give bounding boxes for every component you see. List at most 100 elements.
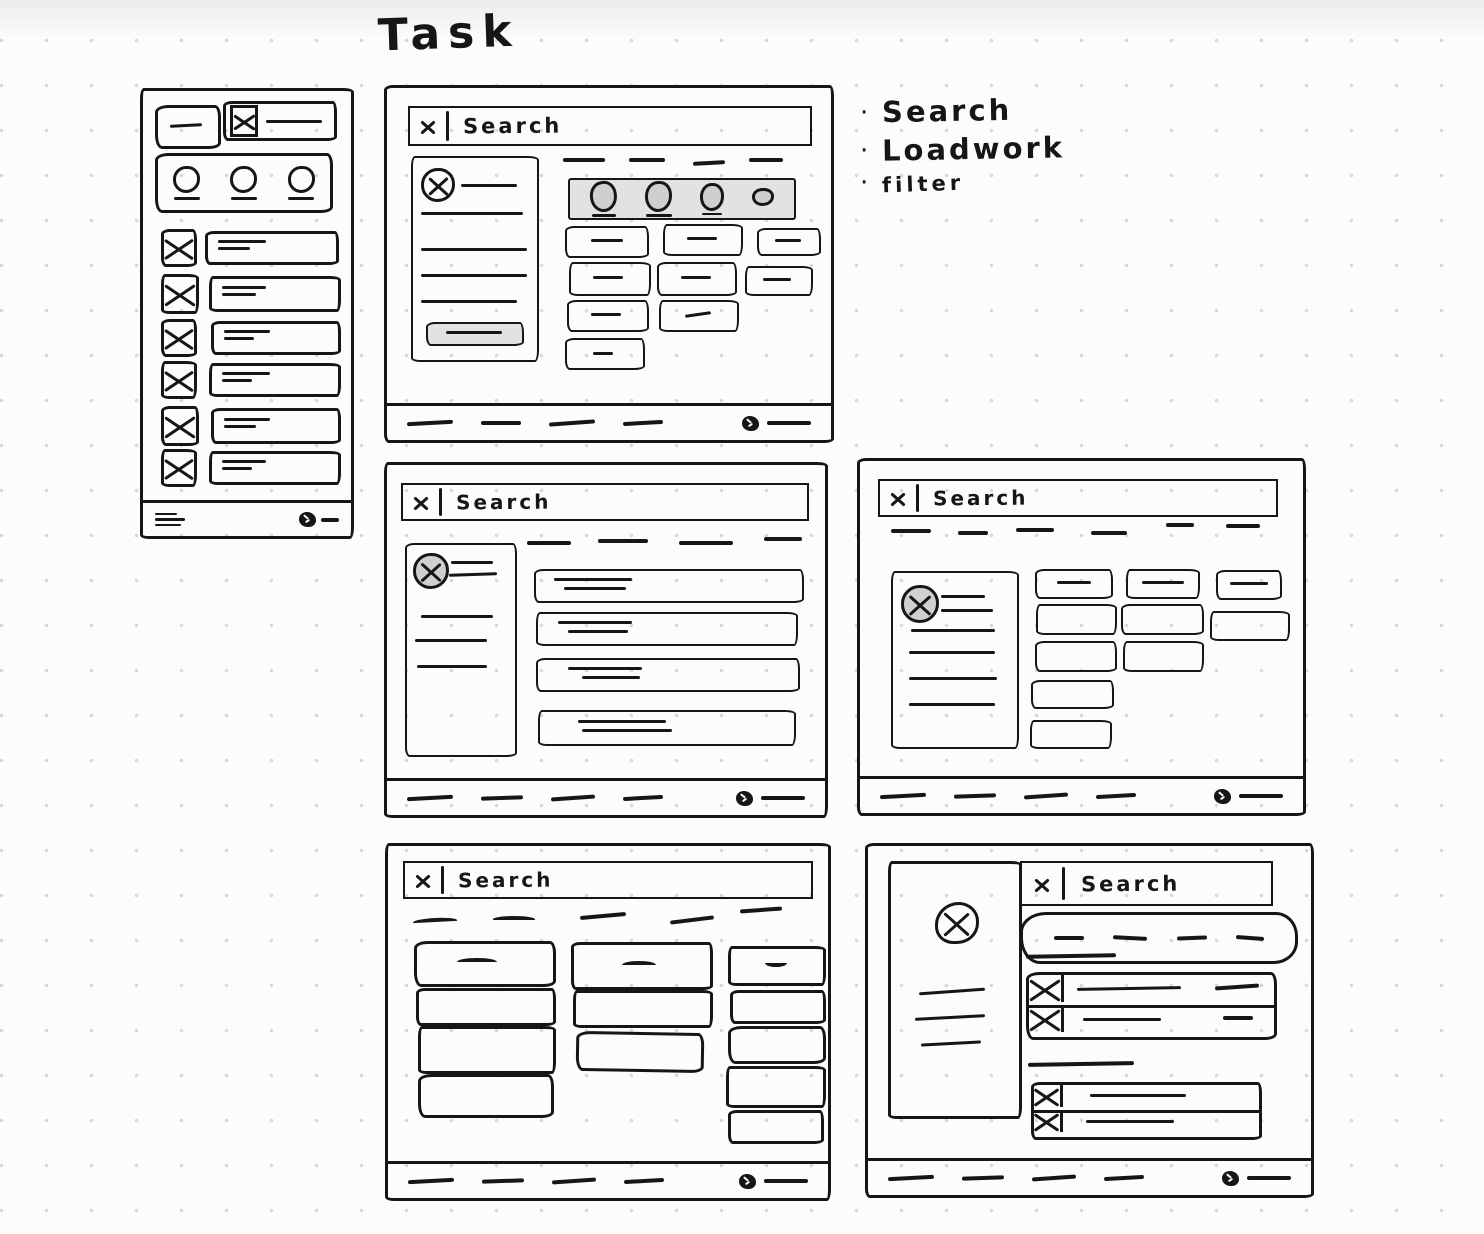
nav-link-line[interactable] [1091, 531, 1127, 535]
checkbox-icon[interactable] [161, 229, 197, 267]
footer-link-line[interactable] [551, 1177, 597, 1185]
clear-circle-icon[interactable] [421, 168, 455, 202]
primary-button[interactable] [426, 322, 524, 346]
nav-link-line[interactable] [692, 160, 726, 166]
filter-button[interactable] [659, 300, 739, 332]
filter-box[interactable] [1030, 720, 1112, 749]
footer-link-line[interactable] [961, 1175, 1005, 1181]
filter-button[interactable] [745, 266, 813, 296]
nav-link-line[interactable] [579, 912, 627, 920]
task-row[interactable] [161, 319, 341, 357]
card-box[interactable] [728, 1026, 826, 1064]
footer-link-line[interactable] [406, 794, 454, 802]
checklist-row[interactable] [1034, 1085, 1259, 1113]
sidebar-panel[interactable] [888, 861, 1022, 1119]
filter-button[interactable] [1035, 569, 1113, 599]
footer-link-line[interactable] [480, 795, 524, 801]
filter-box[interactable] [1210, 611, 1290, 641]
avatar-icon[interactable] [1222, 1170, 1239, 1186]
filter-button[interactable] [1216, 570, 1282, 600]
nav-link-line[interactable] [764, 537, 802, 541]
filter-button[interactable] [567, 300, 649, 332]
close-icon[interactable] [230, 105, 258, 137]
avatar-tab[interactable] [287, 166, 315, 200]
nav-link-line[interactable] [739, 906, 783, 914]
checklist-row[interactable] [1034, 1110, 1259, 1134]
avatar-tab[interactable] [645, 181, 672, 217]
filter-box[interactable] [1035, 641, 1117, 672]
footer-link-line[interactable] [1247, 1176, 1291, 1180]
footer-link-line[interactable] [879, 792, 927, 800]
avatar-icon[interactable] [1214, 788, 1231, 804]
card-box[interactable] [728, 946, 826, 986]
nav-link-line[interactable] [629, 158, 665, 162]
card-box[interactable] [573, 990, 713, 1028]
card-box[interactable] [418, 1026, 556, 1074]
search-bar[interactable]: Search [408, 106, 812, 146]
checkbox-icon[interactable] [161, 449, 197, 487]
back-button[interactable] [155, 105, 221, 149]
card-box[interactable] [418, 1074, 554, 1118]
card-box[interactable] [416, 988, 556, 1026]
footer-link-line[interactable] [764, 1179, 808, 1183]
footer-link-line[interactable] [887, 1174, 935, 1182]
footer-link-line[interactable] [406, 419, 454, 427]
footer-link-line[interactable] [622, 419, 664, 427]
close-icon[interactable] [415, 872, 431, 888]
result-row[interactable] [538, 710, 796, 746]
checkbox-icon[interactable] [1029, 975, 1064, 1002]
filter-pill[interactable] [1020, 912, 1298, 964]
avatar-tab-bar[interactable] [155, 153, 333, 213]
nav-link-line[interactable] [598, 539, 648, 543]
task-pill[interactable] [211, 408, 341, 444]
checklist-row[interactable] [1029, 1006, 1274, 1034]
nav-link-line[interactable] [749, 158, 783, 162]
task-pill[interactable] [211, 321, 341, 355]
filter-card[interactable] [405, 543, 517, 757]
card-box[interactable] [571, 942, 713, 990]
nav-link-line[interactable] [1016, 528, 1054, 532]
filter-box[interactable] [1123, 641, 1204, 672]
menu-icon[interactable] [155, 512, 185, 527]
filter-button[interactable] [657, 262, 737, 296]
task-row[interactable] [161, 406, 341, 446]
task-pill[interactable] [209, 363, 341, 397]
filter-button[interactable] [565, 338, 645, 370]
checkbox-icon[interactable] [161, 361, 197, 399]
search-bar[interactable]: Search [403, 861, 813, 899]
card-box[interactable] [726, 1066, 826, 1108]
detail-card[interactable] [411, 156, 539, 362]
footer-link-line[interactable] [1239, 794, 1283, 798]
nav-link-line[interactable] [412, 916, 458, 924]
clear-circle-icon[interactable] [935, 902, 979, 944]
filter-button[interactable] [565, 226, 649, 258]
avatar-icon[interactable] [299, 512, 316, 527]
avatar-strip[interactable] [568, 178, 796, 220]
card-box[interactable] [414, 941, 556, 987]
filter-box[interactable] [1031, 680, 1114, 709]
checkbox-icon[interactable] [161, 274, 199, 314]
filter-button[interactable] [663, 224, 743, 256]
avatar-icon[interactable] [752, 188, 774, 206]
clear-circle-icon[interactable] [901, 585, 939, 623]
footer-link-line[interactable] [481, 1178, 525, 1184]
nav-link-line[interactable] [679, 541, 733, 545]
task-row[interactable] [161, 274, 341, 314]
checkbox-icon[interactable] [161, 319, 197, 357]
filter-box[interactable] [1121, 604, 1204, 635]
nav-link-line[interactable] [527, 541, 571, 545]
footer-link-line[interactable] [407, 1177, 455, 1185]
nav-link-line[interactable] [493, 916, 535, 920]
footer-link-line[interactable] [550, 794, 596, 802]
footer-link-line[interactable] [767, 421, 811, 425]
task-row[interactable] [161, 449, 341, 487]
footer-link-line[interactable] [953, 793, 997, 799]
footer-link-line[interactable] [1103, 1174, 1145, 1182]
task-pill[interactable] [205, 231, 339, 265]
checkbox-icon[interactable] [1034, 1110, 1063, 1132]
nav-link-line[interactable] [891, 529, 931, 533]
filter-button[interactable] [1126, 569, 1200, 599]
checkbox-icon[interactable] [1029, 1006, 1064, 1032]
checkbox-icon[interactable] [161, 406, 199, 446]
footer-link-line[interactable] [1095, 792, 1137, 800]
